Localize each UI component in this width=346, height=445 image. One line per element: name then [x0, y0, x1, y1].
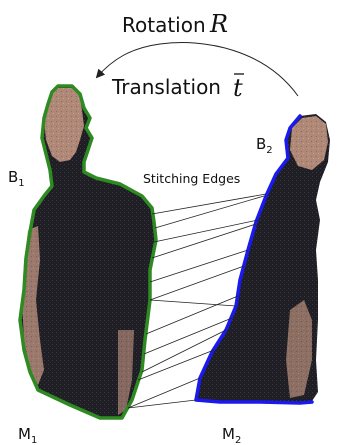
point-cloud-left — [20, 86, 156, 418]
translation-symbol: t — [233, 74, 243, 102]
label-b2-subscript: 2 — [266, 145, 272, 156]
label-m2: M2 — [222, 425, 241, 445]
label-b1: B1 — [8, 168, 25, 189]
label-b2-letter: B — [256, 135, 266, 153]
stitching-edge — [150, 300, 236, 306]
stitching-edges-label: Stitching Edges — [143, 171, 240, 186]
label-b2: B2 — [256, 135, 273, 156]
stitching-edge — [152, 194, 266, 214]
stitching-edge — [150, 250, 248, 282]
point-cloud-right — [196, 114, 330, 404]
label-m1: M1 — [18, 425, 37, 445]
label-m2-subscript: 2 — [235, 435, 241, 445]
label-b1-letter: B — [8, 168, 18, 186]
translation-label: Translation — [111, 75, 221, 99]
rotation-symbol: R — [209, 10, 228, 38]
stitching-edge — [146, 296, 238, 334]
label-m2-letter: M — [222, 425, 235, 443]
label-m1-letter: M — [18, 425, 31, 443]
rotation-label: Rotation — [122, 13, 206, 37]
stitching-edge — [150, 266, 244, 300]
label-m1-subscript: 1 — [31, 435, 37, 445]
stitching-edge — [155, 196, 264, 228]
label-b1-subscript: 1 — [18, 178, 24, 189]
